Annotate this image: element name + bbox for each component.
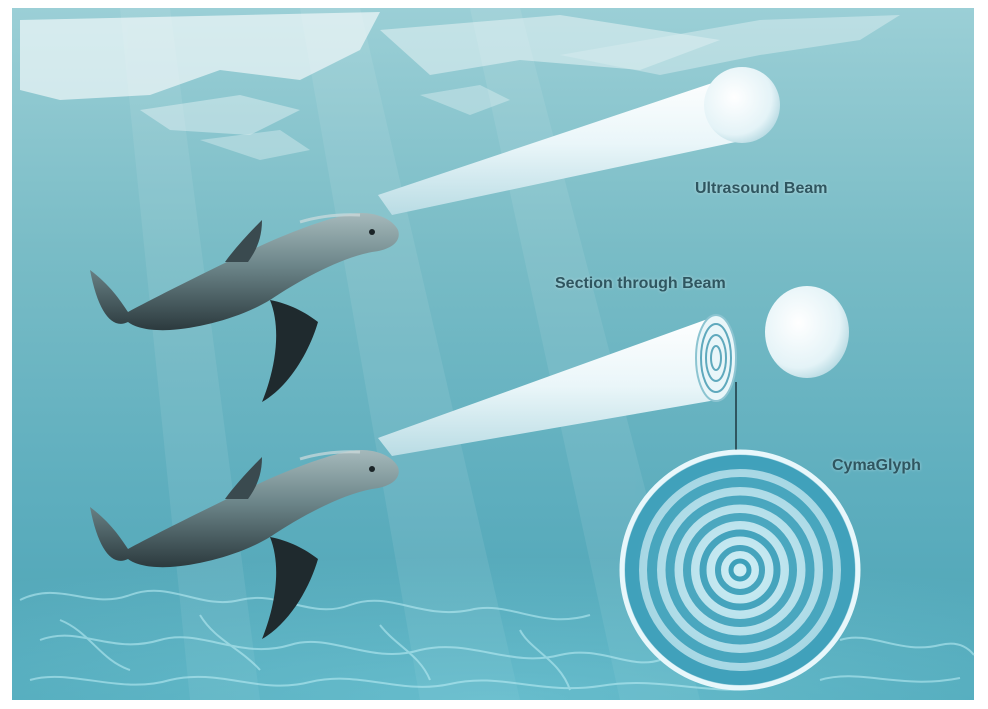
section-through-beam-label: Section through Beam	[555, 275, 726, 293]
cymaglyph-label: CymaGlyph	[832, 457, 921, 475]
beam-cap-detached	[765, 286, 849, 378]
cymaglyph-disc	[622, 452, 858, 688]
ultrasound-beam-label: Ultrasound Beam	[695, 180, 827, 198]
